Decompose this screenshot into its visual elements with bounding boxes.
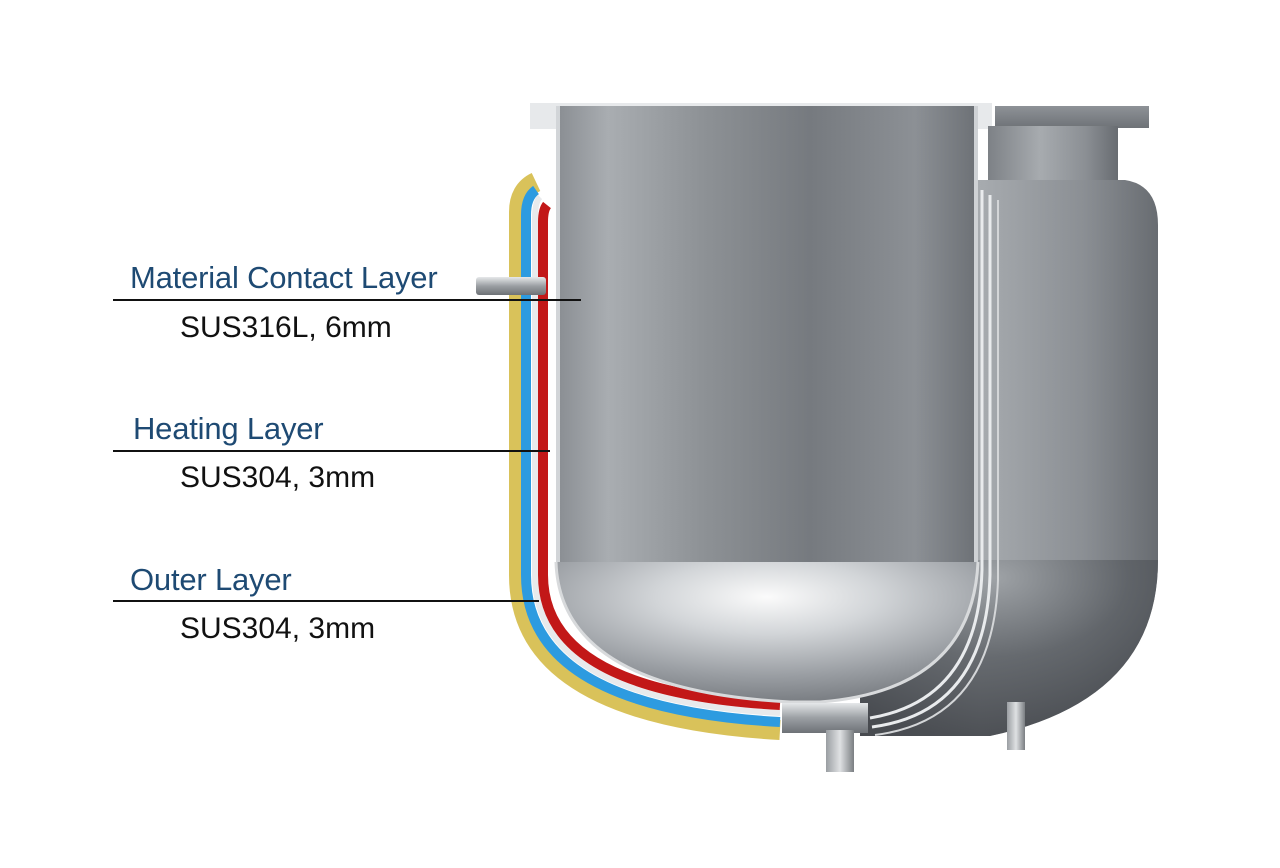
side-inlet-pipe xyxy=(476,277,546,295)
inner-wall-right-edge xyxy=(974,106,978,562)
material-contact-layer-spec: SUS316L, 6mm xyxy=(180,311,392,344)
right-jacket-lines xyxy=(869,190,984,720)
material-contact-layer-title: Material Contact Layer xyxy=(130,260,438,295)
outer-layer-title: Outer Layer xyxy=(130,562,292,597)
outer-layer-band xyxy=(521,185,781,727)
heating-layer-leader xyxy=(113,450,550,452)
inner-wall-edge xyxy=(556,106,560,562)
inner-vessel-wall xyxy=(558,106,978,565)
right-jacket-line-3 xyxy=(874,200,999,736)
bottom-outlet-pipe xyxy=(826,730,854,772)
heating-layer-title: Heating Layer xyxy=(133,411,324,446)
heating-layer-spec: SUS304, 3mm xyxy=(180,461,376,494)
material-contact-layer-leader xyxy=(113,299,581,301)
nozzle-flange xyxy=(995,106,1149,128)
outer-layer-leader xyxy=(113,600,539,602)
right-jacket-line-2 xyxy=(871,195,992,729)
support-leg xyxy=(1007,702,1025,750)
outer-layer-spec: SUS304, 3mm xyxy=(180,612,376,645)
bottom-outlet-flange xyxy=(782,703,868,733)
inner-vessel-bowl xyxy=(556,562,978,702)
nozzle-neck xyxy=(988,126,1118,184)
gap-band xyxy=(532,194,781,716)
bowl-rim xyxy=(554,561,980,704)
insulation-trim xyxy=(509,172,781,740)
heating-layer-band xyxy=(538,201,781,710)
